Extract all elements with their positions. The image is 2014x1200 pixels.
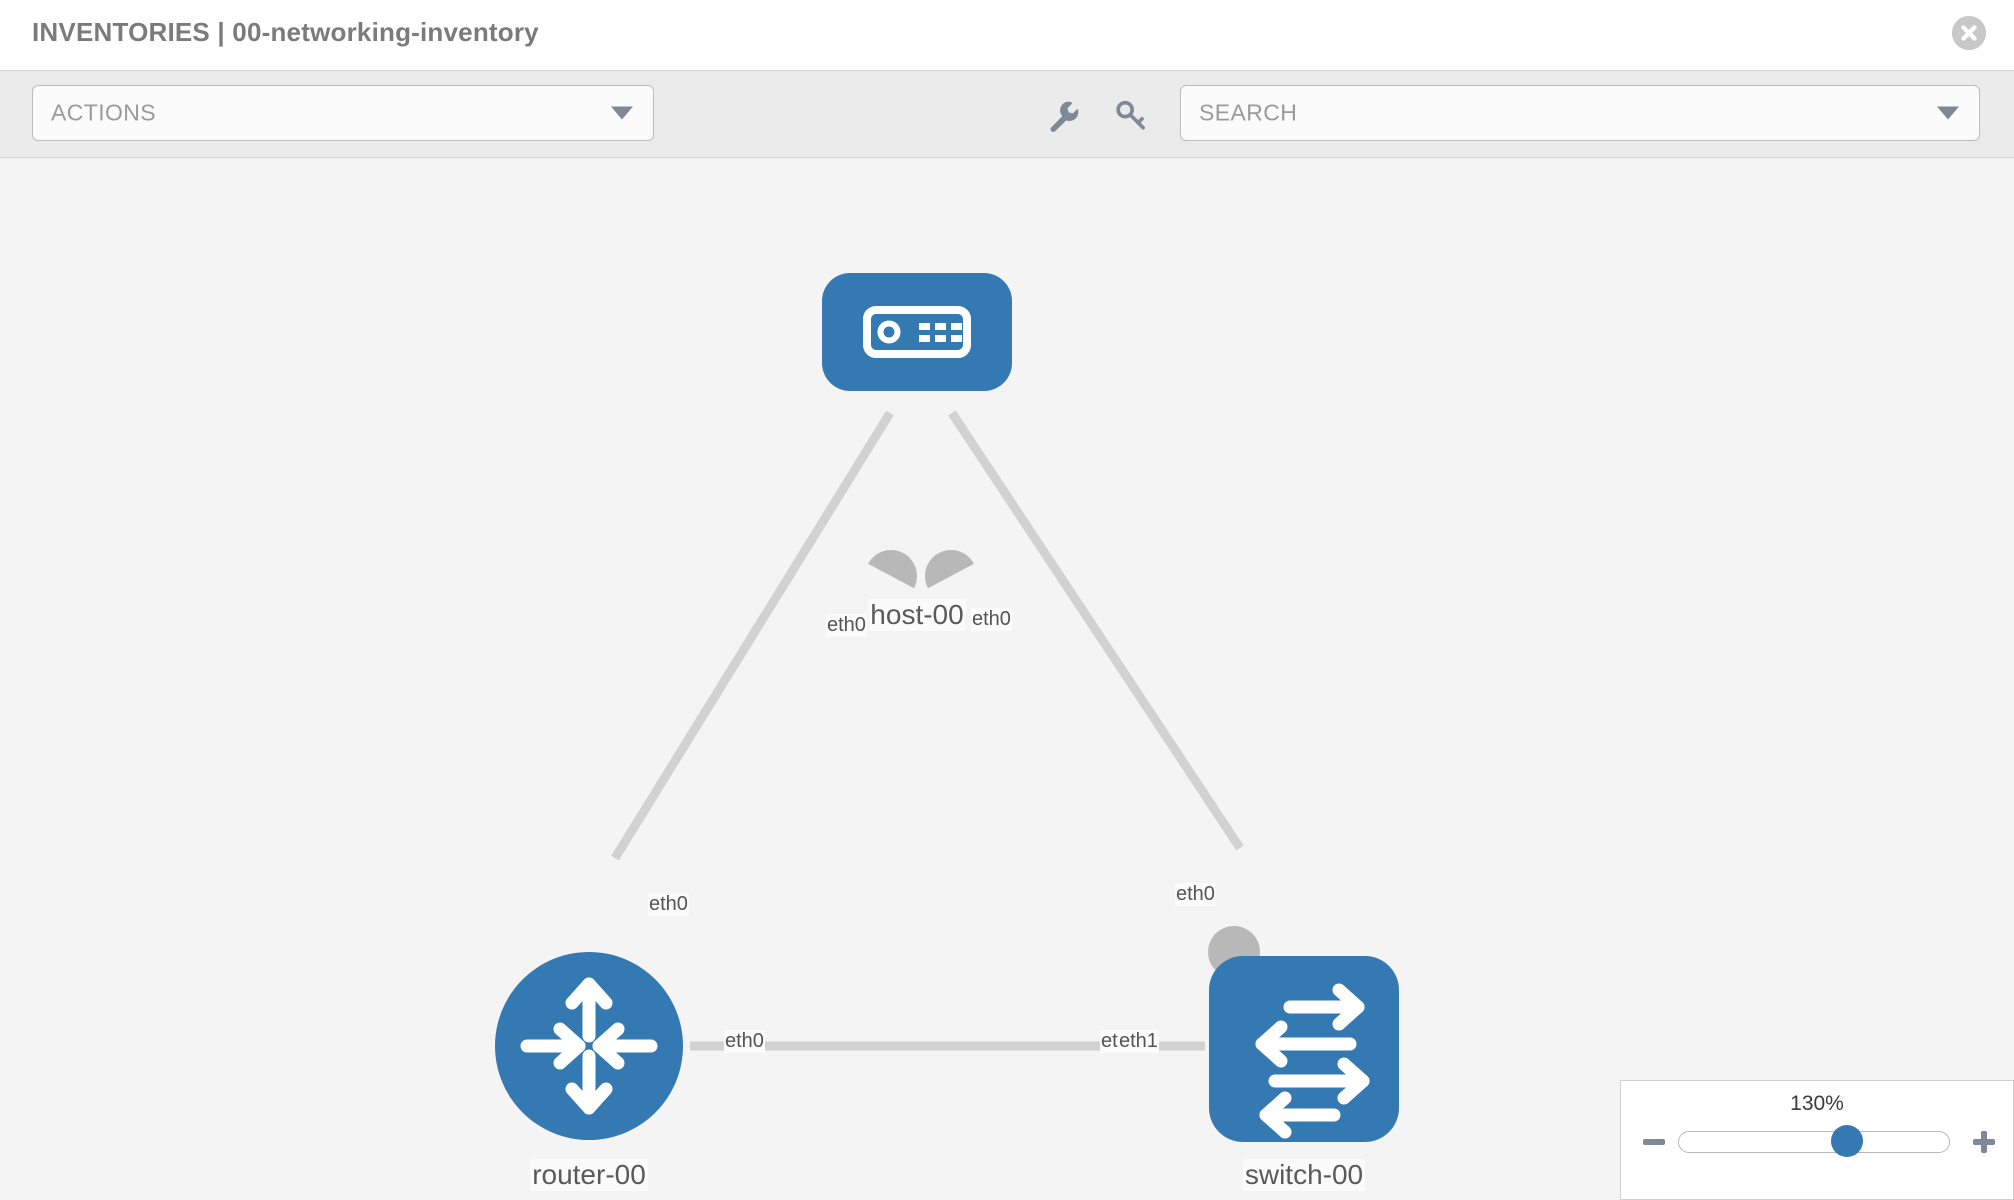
node-label-router-00: router-00 [530, 1159, 648, 1191]
node-host-00[interactable] [822, 273, 1012, 391]
topology-canvas[interactable]: host-00 router-00 switch-00 eth0 eth0 et… [0, 158, 2014, 1200]
edge-label-router00-eth0: eth0 [724, 1030, 765, 1053]
page-title: INVENTORIES | 00-networking-inventory [32, 17, 539, 47]
actions-dropdown-label: ACTIONS [51, 99, 157, 126]
zoom-percent-label: 130% [1790, 1092, 1844, 1115]
zoom-slider-track[interactable] [1678, 1131, 1950, 1153]
topology-links [611, 410, 1244, 1051]
topology-graph [495, 273, 1399, 1142]
link-host00-switch00[interactable] [948, 410, 1244, 851]
minus-icon [1643, 1139, 1665, 1145]
search-input[interactable]: SEARCH [1180, 85, 1980, 141]
router-arrows-icon [520, 977, 658, 1115]
node-label-host-00: host-00 [868, 599, 966, 631]
edge-label-host00-eth0-left: eth0 [826, 614, 867, 637]
toolbar: ACTIONS SEARCH [0, 70, 2014, 158]
server-icon [863, 306, 971, 358]
switch-arrows-icon [1255, 983, 1370, 1139]
close-icon [1952, 16, 1986, 50]
edge-label-host00-eth0-right: eth0 [971, 608, 1012, 631]
actions-dropdown[interactable]: ACTIONS [32, 85, 654, 141]
wrench-glyph [1050, 101, 1079, 132]
page-header: INVENTORIES | 00-networking-inventory [0, 0, 2014, 70]
edge-label-router00-eth0-uplink: eth0 [648, 893, 689, 916]
edge-label-switch00-eth1: eth1 [1118, 1030, 1159, 1053]
node-router-00[interactable] [495, 952, 683, 1140]
connector-host00-eth0-left[interactable] [868, 541, 926, 589]
zoom-out-button[interactable] [1641, 1129, 1667, 1155]
search-input-value: SEARCH [1199, 99, 1298, 126]
key-glyph [1116, 100, 1146, 130]
zoom-control-panel: 130% [1620, 1080, 2014, 1200]
wrench-icon[interactable] [1046, 98, 1080, 132]
key-icon[interactable] [1114, 98, 1148, 132]
node-label-switch-00: switch-00 [1242, 1159, 1366, 1191]
link-host00-router00[interactable] [611, 410, 894, 861]
node-switch-00[interactable] [1209, 956, 1399, 1142]
zoom-in-button[interactable] [1971, 1129, 1997, 1155]
chevron-down-icon [611, 106, 633, 120]
chevron-down-icon [1937, 106, 1959, 120]
zoom-slider-thumb[interactable] [1830, 1125, 1863, 1157]
close-button[interactable] [1952, 16, 1986, 50]
plus-icon [1973, 1131, 1995, 1153]
connector-host00-eth0-right[interactable] [916, 541, 974, 589]
edge-label-switch00-eth0-uplink: eth0 [1175, 883, 1216, 906]
